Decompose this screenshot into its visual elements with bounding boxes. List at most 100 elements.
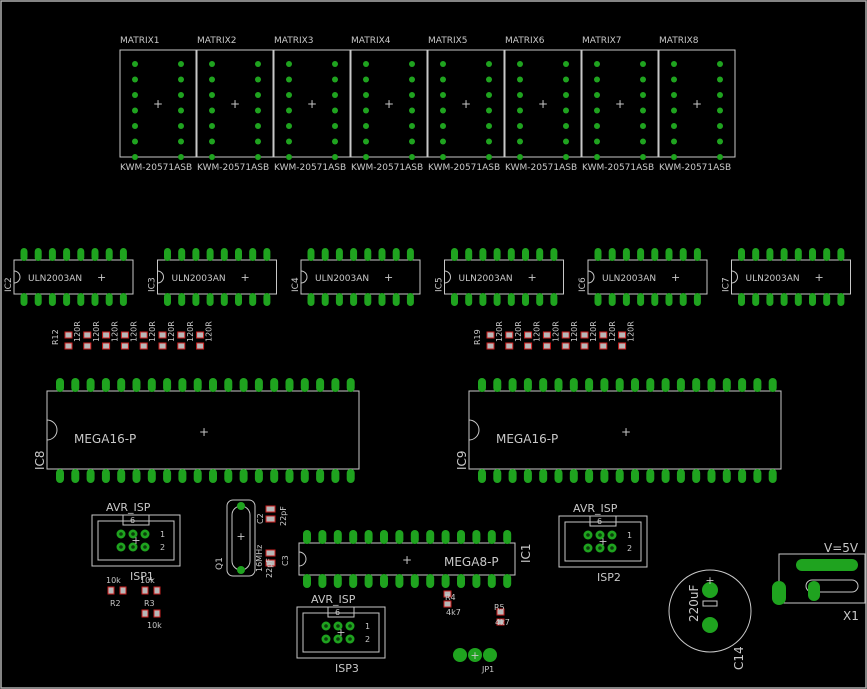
dip-notch bbox=[13, 270, 21, 284]
resistor-r5[interactable]: R5 4k7 bbox=[494, 603, 510, 627]
dip-pin bbox=[738, 469, 747, 483]
resistor-r4[interactable]: R4 4k7 bbox=[443, 590, 461, 617]
isp-pin-1: 1 bbox=[627, 531, 632, 540]
dip-pin bbox=[285, 469, 294, 483]
matrix-pin bbox=[363, 61, 369, 67]
matrix-3[interactable]: MATRIX3+KWM-20571ASB bbox=[273, 36, 351, 173]
smd-pad bbox=[599, 331, 608, 339]
jack-pad bbox=[772, 581, 786, 605]
matrix-pin bbox=[640, 61, 646, 67]
matrix-pin bbox=[594, 123, 600, 129]
dip-outline bbox=[731, 259, 851, 295]
driver-ic5[interactable]: ULN2003AN+IC5 bbox=[435, 248, 564, 306]
matrix-7[interactable]: MATRIX7+KWM-20571ASB bbox=[581, 36, 659, 173]
matrix-pin bbox=[286, 61, 292, 67]
dip-pin bbox=[316, 378, 325, 392]
dip-pin bbox=[679, 293, 687, 306]
dip-pin bbox=[753, 469, 762, 483]
dip-pin bbox=[503, 530, 512, 544]
dip-pin bbox=[321, 248, 329, 261]
isp-pin-hole bbox=[131, 545, 135, 549]
isp-pin-hole bbox=[336, 624, 340, 628]
jumper-jp1[interactable]: + JP1 bbox=[453, 648, 497, 674]
smd-pad bbox=[120, 331, 129, 339]
cap-c3[interactable]: C3 22pF bbox=[265, 549, 290, 578]
dip-pin bbox=[768, 469, 777, 483]
isp-value: AVR_ISP bbox=[106, 501, 151, 514]
rarray-value: 120R bbox=[73, 321, 82, 342]
dip-pin bbox=[263, 248, 271, 261]
dip-pin bbox=[321, 293, 329, 306]
mcu-ic8[interactable]: MEGA16-P+IC8 bbox=[33, 378, 360, 483]
dip-pin bbox=[823, 248, 831, 261]
dip-pin bbox=[487, 574, 496, 588]
mcu-ic9[interactable]: MEGA16-P+IC9 bbox=[455, 378, 782, 483]
matrix-pin bbox=[486, 107, 492, 114]
driver-ic3[interactable]: ULN2003AN+IC3 bbox=[148, 248, 277, 306]
matrix-value: KWM-20571ASB bbox=[274, 163, 346, 173]
isp-pin-hole bbox=[336, 637, 340, 641]
matrix-pin bbox=[209, 92, 215, 98]
isp-pin-hole bbox=[598, 546, 602, 550]
mcu-ic1[interactable]: MEGA8-P+IC1 bbox=[298, 530, 533, 588]
matrix-1[interactable]: MATRIX1+KWM-20571ASB bbox=[119, 36, 197, 173]
matrix-4[interactable]: MATRIX4+KWM-20571ASB bbox=[350, 36, 428, 173]
smd-pad bbox=[265, 559, 276, 567]
crystal-q1[interactable]: + Q1 16MHz bbox=[215, 499, 264, 577]
crystal-pad bbox=[237, 566, 245, 574]
cap-c14[interactable]: + 220uF C14 bbox=[668, 569, 752, 670]
dip-pin bbox=[503, 574, 512, 588]
dip-outline bbox=[468, 390, 782, 470]
dip-pin bbox=[395, 574, 404, 588]
driver-ic2[interactable]: ULN2003AN+IC2 bbox=[4, 248, 134, 306]
matrix-pin bbox=[132, 76, 138, 83]
matrix-5[interactable]: MATRIX5+KWM-20571ASB bbox=[427, 36, 505, 173]
driver-ic6[interactable]: ULN2003AN+IC6 bbox=[578, 248, 708, 306]
dip-pin bbox=[364, 574, 373, 588]
matrix-pin bbox=[640, 92, 646, 98]
dip-notch bbox=[468, 419, 480, 441]
matrix-pin bbox=[640, 138, 646, 145]
dip-pin bbox=[91, 293, 99, 306]
dip-pin bbox=[270, 378, 279, 392]
dip-pin bbox=[71, 378, 80, 392]
dip-pin bbox=[364, 530, 373, 544]
rarray-value: 120R bbox=[129, 321, 138, 342]
dip-pin bbox=[117, 469, 126, 483]
dip-pin bbox=[307, 248, 315, 261]
power-jack-x1[interactable]: V=5V X1 bbox=[772, 541, 866, 623]
driver-ic4[interactable]: ULN2003AN+IC4 bbox=[291, 248, 421, 306]
dip-pin bbox=[224, 469, 233, 483]
dip-pin bbox=[550, 248, 558, 261]
resistor-r2[interactable]: 10k R2 bbox=[106, 576, 127, 608]
smd-pad bbox=[196, 342, 205, 350]
dip-pin bbox=[752, 248, 760, 261]
dip-pin bbox=[465, 248, 473, 261]
matrix-pin bbox=[409, 123, 415, 129]
matrix-8[interactable]: MATRIX8+KWM-20571ASB bbox=[658, 36, 736, 173]
matrix-pin bbox=[717, 107, 723, 114]
mcu-value: MEGA8-P bbox=[444, 555, 499, 569]
matrix-pin bbox=[440, 123, 446, 129]
isp-origin-mark: + bbox=[336, 626, 345, 639]
matrix-origin-mark: + bbox=[384, 97, 394, 111]
dip-pin bbox=[20, 248, 28, 261]
cap-c2[interactable]: C2 22pF bbox=[256, 505, 288, 526]
mcu-ref: IC1 bbox=[519, 543, 533, 563]
matrix-pin bbox=[132, 92, 138, 98]
matrix-6[interactable]: MATRIX6+KWM-20571ASB bbox=[504, 36, 582, 173]
cap-c14-outline bbox=[668, 569, 752, 653]
dip-pin bbox=[34, 248, 42, 261]
dip-pin bbox=[380, 530, 388, 544]
resistor-r3[interactable]: 10k R3 10k bbox=[140, 576, 162, 630]
driver-ic7[interactable]: ULN2003AN+IC7 bbox=[722, 248, 851, 306]
matrix-2[interactable]: MATRIX2+KWM-20571ASB bbox=[196, 36, 274, 173]
smd-pad bbox=[153, 586, 161, 595]
